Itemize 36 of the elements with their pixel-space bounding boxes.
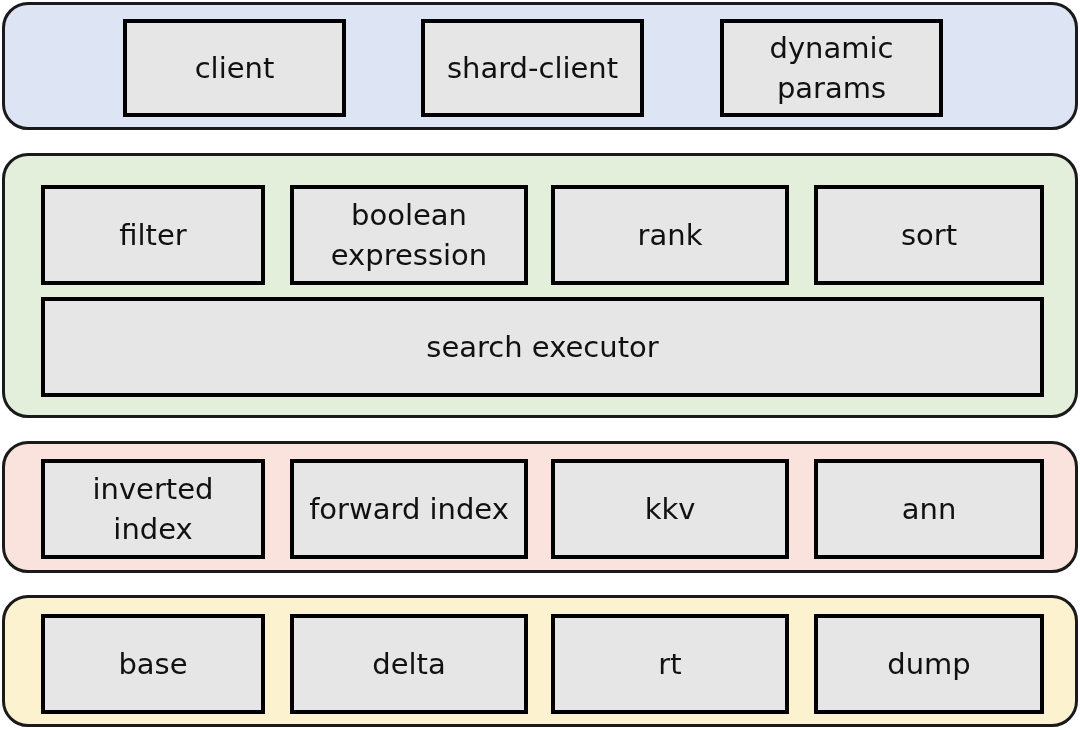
component-label: rt	[657, 646, 683, 683]
component-box	[814, 185, 1044, 285]
component-label: shard-client	[445, 50, 620, 87]
layer-band	[2, 2, 1078, 130]
component-label: dynamic params	[768, 30, 895, 107]
component-label: inverted index	[91, 471, 215, 548]
component-label: base	[117, 646, 189, 683]
component-label: ann	[900, 491, 958, 528]
component-label: boolean expression	[329, 197, 489, 274]
component-label: dump	[886, 646, 972, 683]
component-box	[421, 19, 644, 117]
component-box	[41, 297, 1044, 397]
component-box	[290, 614, 528, 714]
component-box	[720, 19, 943, 117]
component-box	[290, 459, 528, 559]
component-box	[551, 185, 789, 285]
component-label: filter	[118, 217, 188, 254]
component-box	[41, 459, 265, 559]
component-box	[551, 459, 789, 559]
component-label: sort	[899, 217, 959, 254]
component-label: forward index	[308, 491, 510, 528]
component-box	[551, 614, 789, 714]
component-label: kkv	[643, 491, 697, 528]
component-box	[814, 614, 1044, 714]
component-box	[814, 459, 1044, 559]
layer-band	[2, 595, 1078, 727]
component-box	[41, 185, 265, 285]
component-label: search executor	[425, 329, 660, 366]
component-label: rank	[636, 217, 704, 254]
component-box	[290, 185, 528, 285]
component-box	[123, 19, 346, 117]
component-label: delta	[371, 646, 447, 683]
layer-band	[2, 153, 1078, 418]
layer-band	[2, 441, 1078, 573]
component-label: client	[193, 50, 276, 87]
component-box	[41, 614, 265, 714]
